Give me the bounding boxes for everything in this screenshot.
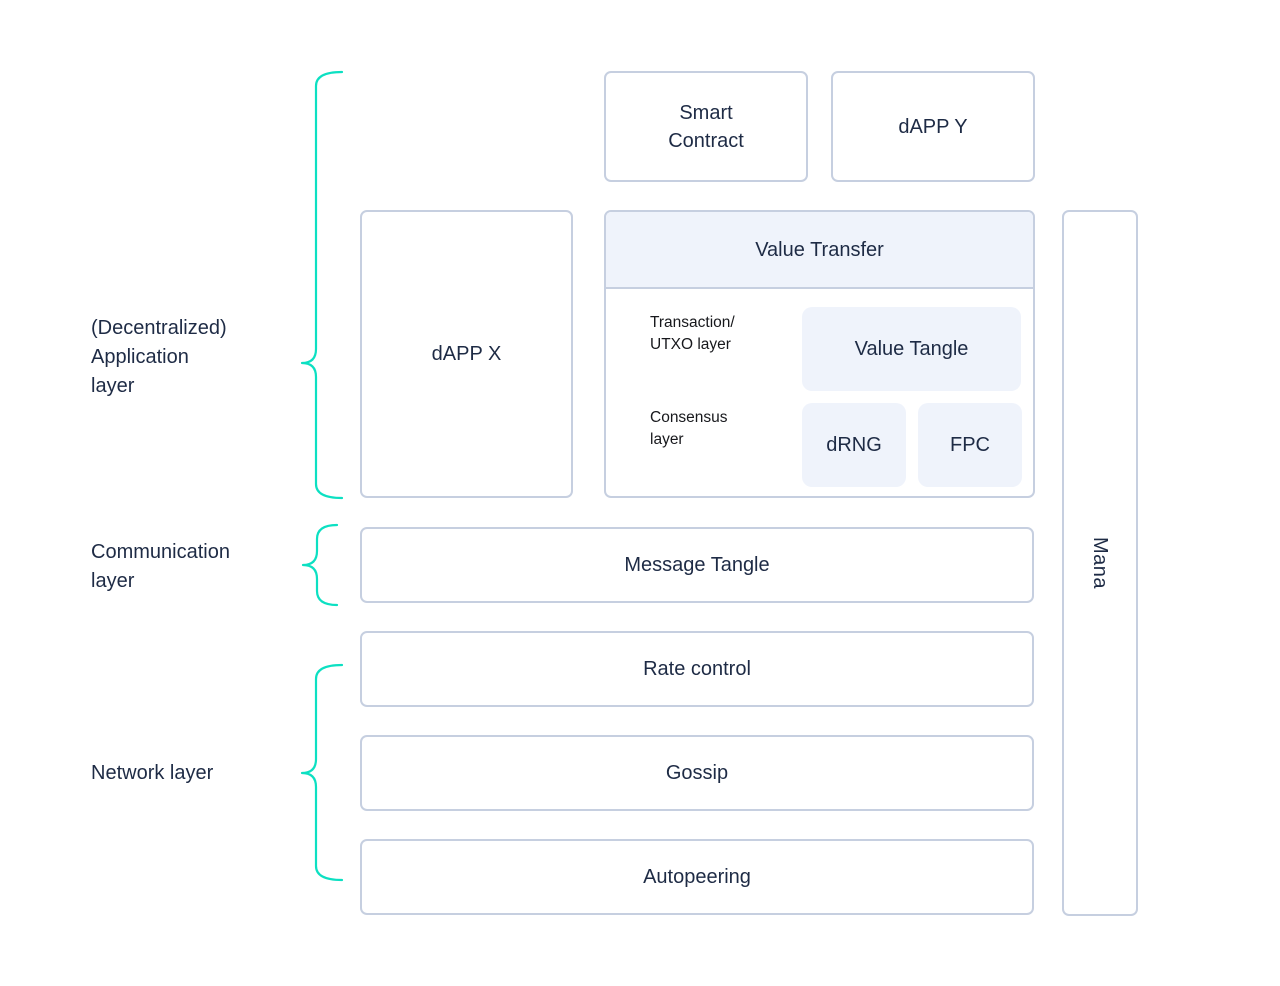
gossip-label: Gossip [665, 762, 729, 784]
network-layer-label-line1: Network layer [91, 762, 214, 784]
gossip-box: Gossip [360, 735, 1034, 811]
application-layer-brace [300, 70, 344, 500]
application-layer-label-line3: layer [91, 375, 135, 397]
transaction-utxo-label-line1: Transaction/ [650, 314, 735, 331]
value-transfer-header: Value Transfer [606, 212, 1033, 289]
dapp-x-box: dAPP X [360, 210, 573, 498]
transaction-utxo-layer-label: Transaction/ UTXO layer [650, 312, 735, 356]
communication-layer-label: Communication layer [91, 538, 230, 596]
application-layer-label-line2: Application [91, 346, 189, 368]
application-layer-label: (Decentralized) Application layer [91, 314, 227, 401]
value-tangle-box: Value Tangle [802, 307, 1021, 391]
dapp-y-box: dAPP Y [831, 71, 1035, 182]
autopeering-box: Autopeering [360, 839, 1034, 915]
drng-box: dRNG [802, 403, 906, 487]
communication-layer-brace [301, 523, 339, 607]
drng-label: dRNG [826, 434, 882, 456]
application-layer-label-line1: (Decentralized) [91, 317, 227, 339]
mana-box: Mana [1062, 210, 1138, 916]
message-tangle-label: Message Tangle [624, 554, 770, 576]
smart-contract-label-line1: Smart [679, 101, 733, 124]
fpc-box: FPC [918, 403, 1022, 487]
value-transfer-body: Transaction/ UTXO layer Value Tangle Con… [606, 289, 1033, 498]
mana-label: Mana [1089, 536, 1111, 590]
consensus-label-line2: layer [650, 431, 684, 448]
communication-layer-label-line2: layer [91, 570, 135, 592]
value-transfer-label: Value Transfer [755, 238, 884, 261]
rate-control-box: Rate control [360, 631, 1034, 707]
smart-contract-label-line2: Contract [668, 129, 744, 152]
network-layer-label: Network layer [91, 759, 213, 788]
consensus-layer-label: Consensus layer [650, 407, 728, 451]
autopeering-label: Autopeering [643, 866, 751, 888]
rate-control-label: Rate control [643, 658, 751, 680]
value-tangle-label: Value Tangle [854, 338, 969, 360]
dapp-y-label: dAPP Y [898, 115, 968, 138]
fpc-label: FPC [950, 434, 990, 456]
smart-contract-box: Smart Contract [604, 71, 808, 182]
communication-layer-label-line1: Communication [91, 541, 230, 563]
transaction-utxo-label-line2: UTXO layer [650, 336, 731, 353]
value-transfer-box: Value Transfer Transaction/ UTXO layer V… [604, 210, 1035, 498]
message-tangle-box: Message Tangle [360, 527, 1034, 603]
network-layer-brace [300, 663, 344, 882]
dapp-x-label: dAPP X [431, 343, 502, 365]
consensus-label-line1: Consensus [650, 409, 728, 426]
